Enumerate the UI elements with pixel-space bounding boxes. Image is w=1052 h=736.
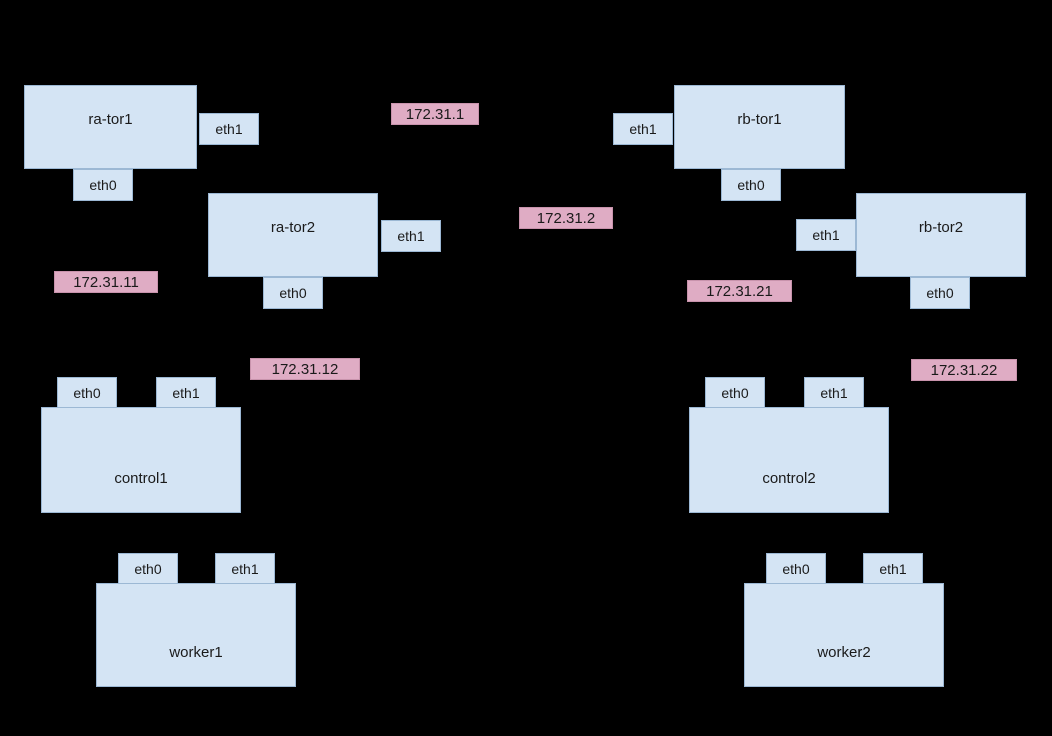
- node-rb-tor1[interactable]: rb-tor1: [674, 85, 845, 169]
- node-worker2[interactable]: worker2: [744, 583, 944, 687]
- interface-control1-eth1[interactable]: eth1: [156, 377, 216, 408]
- interface-rb-tor1-eth0[interactable]: eth0: [721, 169, 781, 201]
- node-ra-tor1[interactable]: ra-tor1: [24, 85, 197, 169]
- interface-ra-tor2-eth1[interactable]: eth1: [381, 220, 441, 252]
- node-label-rb-tor1: rb-tor1: [737, 111, 782, 128]
- node-label-control1: control1: [114, 470, 168, 487]
- ip-label-172.31.22: 172.31.22: [911, 359, 1017, 381]
- interface-control2-eth0[interactable]: eth0: [705, 377, 765, 408]
- node-label-rb-tor2: rb-tor2: [918, 219, 964, 236]
- interface-control1-eth0[interactable]: eth0: [57, 377, 117, 408]
- interface-rb-tor1-eth1[interactable]: eth1: [613, 113, 673, 145]
- interface-rb-tor2-eth1[interactable]: eth1: [796, 219, 856, 251]
- node-worker1[interactable]: worker1: [96, 583, 296, 687]
- node-label-ra-tor1: ra-tor1: [88, 111, 133, 128]
- node-label-worker1: worker1: [169, 644, 223, 661]
- ip-label-172.31.12: 172.31.12: [250, 358, 360, 380]
- node-label-worker2: worker2: [817, 644, 871, 661]
- node-label-ra-tor2: ra-tor2: [270, 219, 316, 236]
- ip-label-172.31.2: 172.31.2: [519, 207, 613, 229]
- interface-worker2-eth0[interactable]: eth0: [766, 553, 826, 584]
- node-ra-tor2[interactable]: ra-tor2: [208, 193, 378, 277]
- node-rb-tor2[interactable]: rb-tor2: [856, 193, 1026, 277]
- interface-worker2-eth1[interactable]: eth1: [863, 553, 923, 584]
- interface-ra-tor1-eth0[interactable]: eth0: [73, 169, 133, 201]
- interface-worker1-eth0[interactable]: eth0: [118, 553, 178, 584]
- ip-label-172.31.11: 172.31.11: [54, 271, 158, 293]
- interface-worker1-eth1[interactable]: eth1: [215, 553, 275, 584]
- node-label-control2: control2: [762, 470, 816, 487]
- interface-ra-tor2-eth0[interactable]: eth0: [263, 277, 323, 309]
- interface-ra-tor1-eth1[interactable]: eth1: [199, 113, 259, 145]
- node-control1[interactable]: control1: [41, 407, 241, 513]
- ip-label-172.31.21: 172.31.21: [687, 280, 792, 302]
- ip-label-172.31.1: 172.31.1: [391, 103, 479, 125]
- interface-rb-tor2-eth0[interactable]: eth0: [910, 277, 970, 309]
- node-control2[interactable]: control2: [689, 407, 889, 513]
- interface-control2-eth1[interactable]: eth1: [804, 377, 864, 408]
